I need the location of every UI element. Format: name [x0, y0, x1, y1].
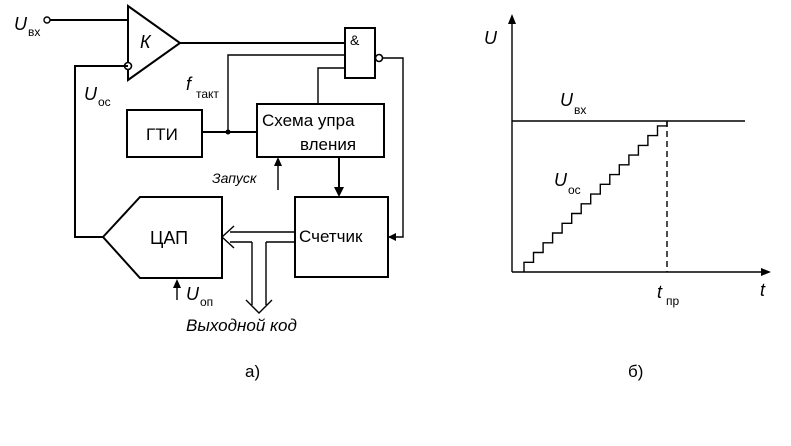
- y-axis-label: U: [484, 28, 498, 48]
- input-label-sub: вх: [28, 25, 40, 39]
- clock-junction-dot: [225, 129, 231, 135]
- and-gate-output-inverter: [374, 53, 384, 63]
- pulse-generator-label: ГТИ: [146, 125, 178, 144]
- reference-label-sub: оп: [200, 295, 213, 309]
- and-gate-label: &: [350, 32, 360, 48]
- output-bus-arrowhead: [245, 299, 273, 314]
- x-axis-label: t: [760, 280, 766, 300]
- control-label-line1: Схема упра: [262, 111, 355, 130]
- feedback-label-sub: ос: [98, 95, 111, 109]
- feedback-label: U: [84, 84, 98, 104]
- conversion-time-label: t: [657, 282, 663, 302]
- dac-label: ЦАП: [150, 228, 188, 248]
- block-diagram: U вх К & U ос f такт ГТИ: [14, 4, 404, 381]
- caption-b: б): [628, 362, 643, 381]
- staircase-label: U: [554, 170, 568, 190]
- and-gate-clock-input-wire: [227, 54, 345, 132]
- counter-label: Счетчик: [299, 227, 363, 246]
- staircase-label-sub: ос: [568, 183, 581, 197]
- reference-label: U: [186, 284, 200, 304]
- and-gate-control-input-wire: [317, 67, 345, 104]
- input-terminal: [43, 16, 51, 24]
- input-label: U: [14, 14, 28, 34]
- y-axis-arrow: [508, 14, 516, 24]
- input-level-label-sub: вх: [574, 103, 586, 117]
- output-code-label: Выходной код: [186, 316, 297, 335]
- pulse-generator-block: [126, 109, 203, 158]
- comparator-triangle: [127, 4, 182, 82]
- input-level-label: U: [560, 90, 574, 110]
- conversion-time-label-sub: пр: [666, 294, 679, 308]
- counter-block: [294, 196, 389, 278]
- and-gate: [344, 27, 376, 79]
- start-label: Запуск: [212, 170, 258, 186]
- control-label-line2: вления: [300, 135, 356, 154]
- x-axis-arrow: [761, 268, 771, 276]
- start-input-arrow: [274, 157, 282, 166]
- comparator-label: К: [140, 32, 152, 52]
- bus-arrowhead: [220, 225, 235, 249]
- caption-a: а): [245, 362, 260, 381]
- clock-label-sub: такт: [196, 87, 219, 101]
- control-block: [256, 103, 385, 158]
- counter-clock-arrow: [388, 233, 396, 241]
- reference-input-arrow: [173, 279, 181, 288]
- staircase-feedback-voltage: [523, 121, 668, 272]
- timing-graph: U t U вх U ос t пр б): [484, 14, 771, 381]
- control-to-counter-arrow: [334, 187, 344, 197]
- feedback-wire: [74, 65, 128, 238]
- clock-label: f: [186, 74, 193, 94]
